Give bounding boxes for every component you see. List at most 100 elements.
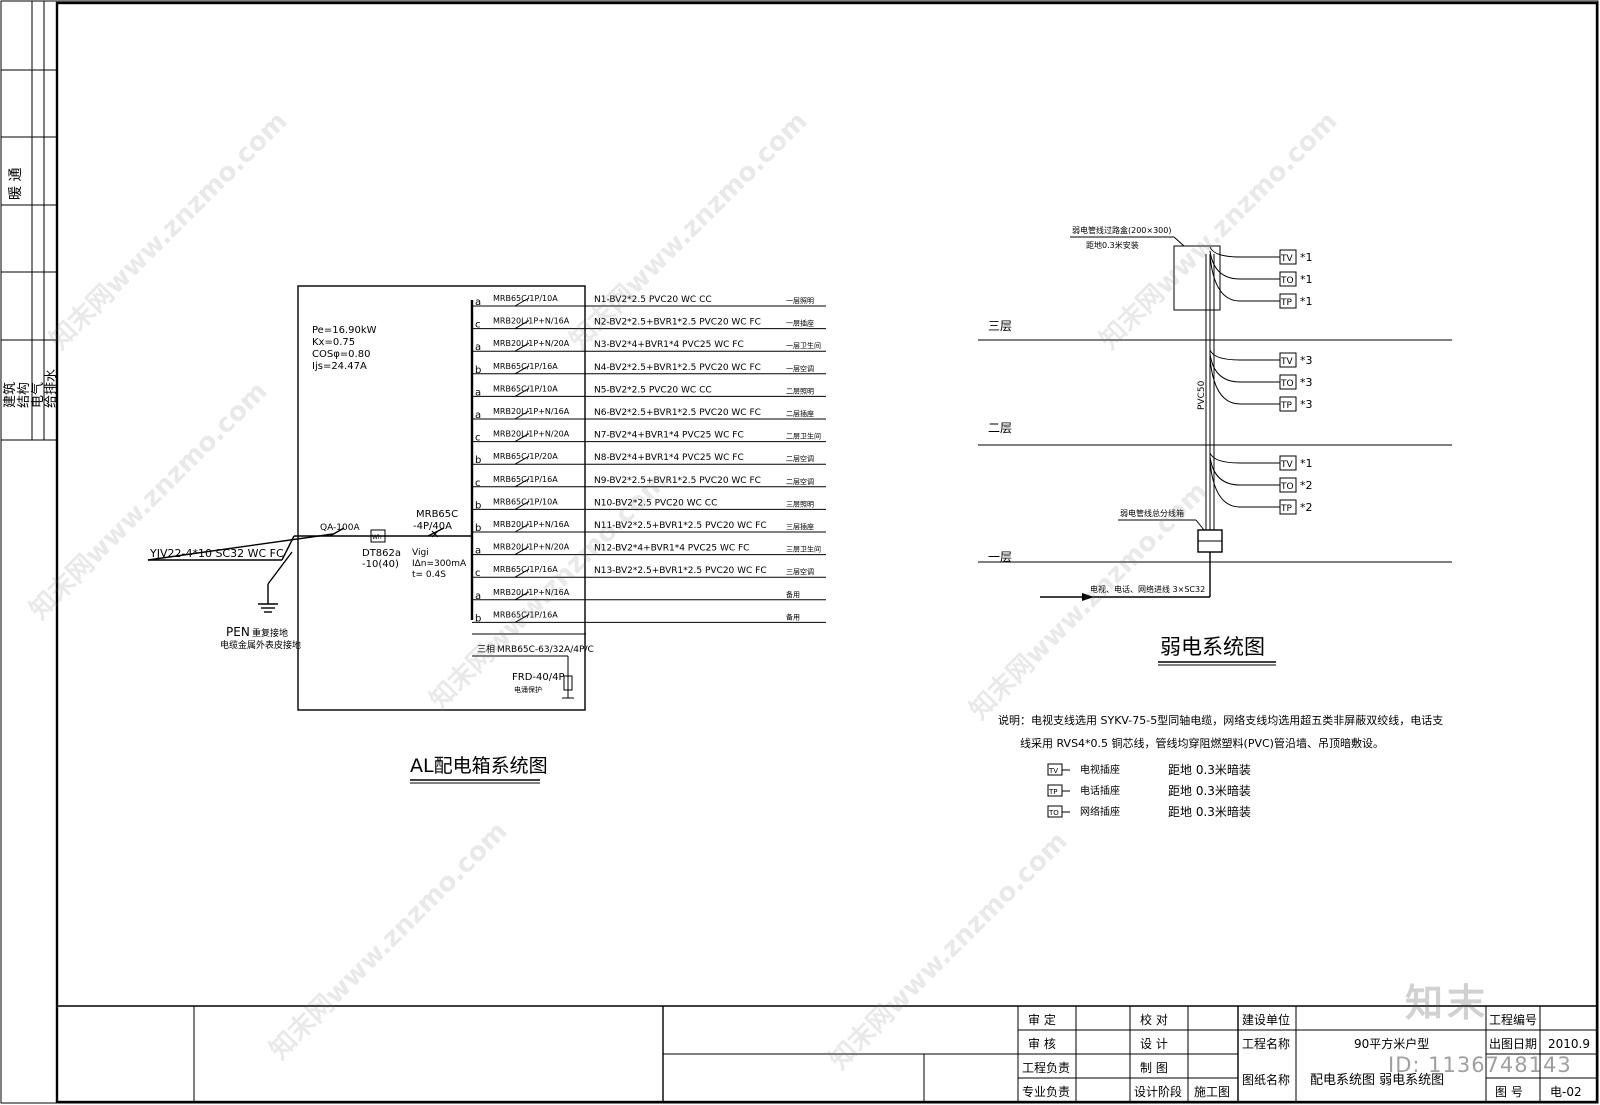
junction-box-label: 弱电管线过路盒(200×300) [1072,225,1171,235]
al-title: AL配电箱系统图 [410,755,548,777]
breaker-symbol [514,410,530,420]
outlet-branch [1209,452,1280,464]
circuit-use: 二层空调 [786,477,814,486]
pen-label: PEN [226,625,250,639]
outlet-code: TV [1280,357,1293,367]
legend-code: TO [1048,809,1059,817]
legend-name: 网络插座 [1080,805,1120,818]
junction-box [1173,245,1221,311]
circuit-cable: N13-BV2*2.5+BVR1*2.5 PVC20 WC FC [594,566,767,576]
circuit-cable: N4-BV2*2.5+BVR1*2.5 PVC20 WC FC [594,363,761,373]
circuit-phase: c [475,568,481,579]
floor-label-1: 一层 [988,550,1012,564]
legend-install: 距地 0.3米暗装 [1168,804,1251,819]
outlet-code: TO [1280,276,1294,286]
circuit-breaker: MRB20L/1P+N/16A [493,520,570,529]
inner-frame [55,1,1599,1104]
legend-name: 电话插座 [1080,784,1120,797]
tb-drawing-no: 电-02 [1550,1085,1582,1099]
brand-watermark: 知末 [1405,981,1490,1025]
meter-model: DT862a [362,548,401,559]
breaker-symbol [514,297,530,307]
circuit-phase: a [475,387,481,398]
legend-install: 距地 0.3米暗装 [1168,783,1251,798]
rcd-current: IΔn=300mA [412,559,467,569]
circuit-breaker: MRB65C/1P/20A [493,452,558,461]
outlet-branch [1209,250,1280,280]
outlet-code: TV [1280,460,1293,470]
outlet-symbol [1279,477,1297,493]
outlet-branch [1209,357,1280,405]
circuit-cable: N5-BV2*2.5 PVC20 WC CC [594,385,712,395]
feeder-line [147,533,334,561]
circuit-cable: N9-BV2*2.5+BVR1*2.5 PVC20 WC FC [594,476,761,486]
circuit-use: 二层空调 [786,454,814,463]
weak-title: 弱电系统图 [1160,635,1265,659]
breaker-symbol [514,478,530,488]
outlet-code: TO [1280,482,1294,492]
outlet-count: *1 [1300,457,1313,470]
circuit-cable: N11-BV2*2.5+BVR1*2.5 PVC20 WC FC [594,521,767,531]
outlet-count: *2 [1300,501,1313,514]
tb-drawing-name-label: 图纸名称 [1242,1072,1290,1087]
outlet-symbol [1279,499,1297,515]
outlet-symbol [1279,455,1297,471]
circuit-use: 二层照明 [786,387,814,395]
riser-label: PVC50 [1197,380,1207,410]
breaker-symbol [514,455,530,465]
tb-design-stage: 设计阶段 [1134,1084,1182,1099]
circuit-breaker: MRB65C/1P/16A [493,610,558,619]
breaker-symbol [514,387,530,397]
breaker-symbol [514,591,530,601]
circuit-use: 备用 [786,612,800,621]
circuit-breaker: MRB65C/1P/16A [493,475,558,484]
outlet-count: *3 [1300,398,1313,411]
legend-code: TV [1048,767,1058,775]
rcd-model: MRB65C [416,509,458,520]
al-param-pe: Pe=16.90kW [312,325,377,336]
circuit-phase: c [475,478,481,489]
circuit-use: 二层卫生间 [786,432,821,441]
title-block: 审 定 审 核 工程负责 专业负责 校 对 设 计 制 图 设计阶段 施工图 建… [57,1005,1597,1102]
image-id-watermark: ID: 1136748143 [1388,1053,1572,1077]
outlet-branch [1209,456,1280,486]
circuit-breaker: MRB65C/1P/16A [493,362,558,371]
breaker-symbol [514,342,530,352]
circuit-cable: N8-BV2*4+BVR1*4 PVC25 WC FC [594,453,744,463]
outlet-count: *1 [1300,295,1313,308]
outlet-count: *2 [1300,479,1313,492]
outlet-code: TP [1280,504,1292,514]
rcd-vigi: Vigi [412,548,429,558]
side-label-arch: 建筑 [2,382,18,408]
meter-symbol [370,529,386,543]
outlet-code: TP [1280,401,1292,411]
tb-client: 建设单位 [1242,1012,1290,1027]
tb-project-no-label: 工程编号 [1489,1012,1537,1027]
circuit-phase: a [475,591,481,602]
circuit-breaker: MRB65C/1P/10A [493,294,558,303]
outlet-symbol [1279,271,1297,287]
outlet-count: *1 [1300,273,1313,286]
side-label-hvac: 暖 通 [8,168,24,200]
circuit-breaker: MRB20L/1P+N/16A [493,588,570,597]
circuit-use: 三层照明 [786,500,814,508]
circuit-cable: N7-BV2*4+BVR1*4 PVC25 WC FC [594,431,744,441]
meter-rating: -10(40) [362,559,399,570]
circuit-use: 一层卫生间 [786,341,821,350]
outlet-symbol [1279,374,1297,390]
circuit-phase: b [475,523,481,534]
outlet-branch [1209,460,1280,508]
main-box-label: 弱电管线总分线箱 [1120,508,1184,518]
circuit-use: 二层插座 [786,409,814,418]
circuit-cable: N3-BV2*4+BVR1*4 PVC25 WC FC [594,340,744,350]
spd-note: 电涌保护 [514,685,542,694]
side-strip: 暖 通 建筑 结构 电气 给排水 [0,1,59,441]
breaker-symbol [514,523,530,533]
tb-check: 校 对 [1140,1012,1168,1027]
circuit-phase: b [475,613,481,624]
tb-project-name: 90平方米户型 [1354,1036,1429,1051]
three-phase-breaker: MRB65C-63/32A/4P/C [497,645,594,655]
circuit-use: 一层空调 [786,364,814,373]
